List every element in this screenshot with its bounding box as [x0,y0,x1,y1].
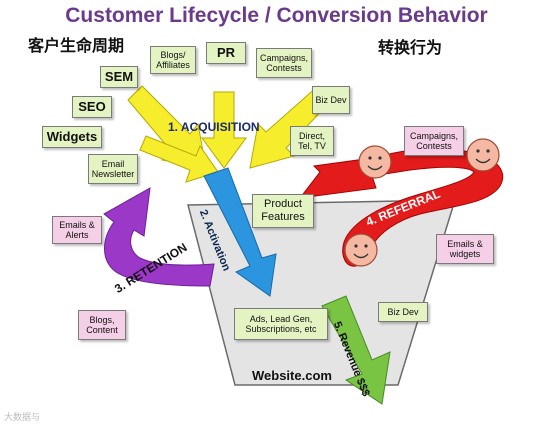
seo-box: SEO [72,96,112,118]
email-newsletter-box: Email Newsletter [88,154,138,184]
watermark: 大数据与 [4,413,41,423]
chinese-label-lifecycle: 客户生命周期 [28,36,125,55]
acquisition-arrow-bottom-left [139,135,219,183]
website-funnel [187,199,457,386]
retention-arrow [103,187,215,287]
acquisition-arrow-center [201,91,247,169]
smiley-icon [358,145,392,179]
campaigns-contests-box: Campaigns, Contests [256,48,312,78]
biz-dev-acquisition-box: Biz Dev [312,86,350,114]
website-label: Website.com [252,368,332,383]
blogs-affiliates-box: Blogs/ Affiliates [150,46,196,74]
direct-tel-tv-box: Direct, Tel, TV [290,126,334,156]
revenue-arrow [321,295,391,405]
pr-box: PR [206,42,246,64]
diagram-title: Customer Lifecycle / Conversion Behavior [65,4,488,27]
blogs-content-box: Blogs, Content [78,310,126,340]
smiley-icon [344,233,378,267]
emails-widgets-box: Emails & widgets [436,234,494,264]
acquisition-label: 1. ACQUISITION [168,120,260,134]
activation-arrow [203,167,277,297]
biz-dev-website-box: Biz Dev [378,302,428,322]
widgets-box: Widgets [42,126,102,148]
sem-box: SEM [100,66,138,88]
smiley-icon [466,138,500,172]
product-features-box: Product Features [252,194,314,228]
ads-lead-gen-box: Ads, Lead Gen, Subscriptions, etc [234,308,328,340]
referral-campaigns-box: Campaigns, Contests [404,126,464,156]
chinese-label-conversion: 转换行为 [378,38,443,57]
emails-alerts-box: Emails & Alerts [52,216,102,244]
